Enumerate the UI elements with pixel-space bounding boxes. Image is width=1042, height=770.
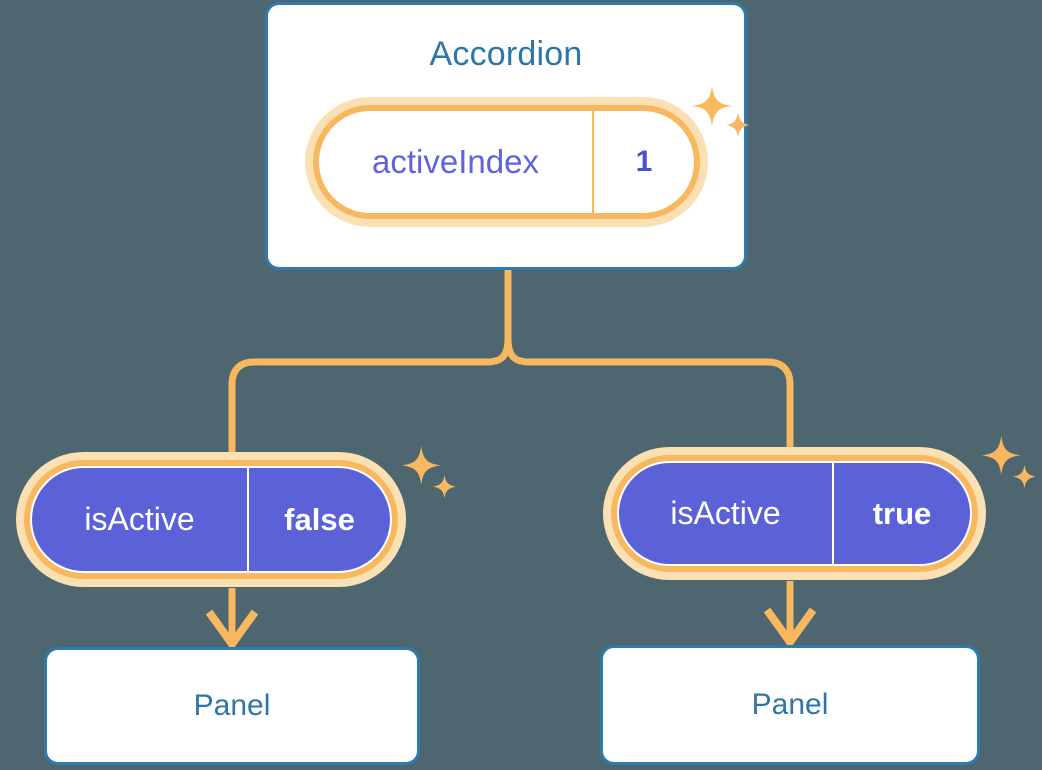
arrow-down-right-icon [763,607,817,649]
arrow-down-left-icon [205,609,259,651]
state-value-label: 1 [635,145,653,178]
connector-branch-right-top [504,334,772,366]
panel-box-left[interactable]: Panel [44,647,420,765]
state-pill-is-active-false[interactable]: isActive false [16,452,406,587]
pill-body: isActive true [617,461,972,566]
state-value-label: true [832,463,970,564]
state-key-label: activeIndex [319,111,594,213]
state-value-label: false [247,468,390,571]
pill-body: isActive false [30,466,392,573]
state-pill-active-index[interactable]: activeIndex 1 [305,97,708,227]
panel-box-right[interactable]: Panel [600,645,980,765]
state-key-label: isActive [84,501,195,537]
connector-branch-left-top [250,334,512,366]
panel-label: Panel [751,688,829,721]
accordion-card-title: Accordion [429,35,583,73]
connector-branch-left-drop [228,358,255,460]
sparkle-icon [981,435,1037,489]
panel-label: Panel [193,689,271,722]
state-pill-is-active-true[interactable]: isActive true [603,447,986,580]
sparkle-icon [401,445,457,499]
state-key-label: isActive [670,495,781,531]
connector-branch-right-drop [767,358,794,456]
pill-body: activeIndex 1 [319,111,694,213]
